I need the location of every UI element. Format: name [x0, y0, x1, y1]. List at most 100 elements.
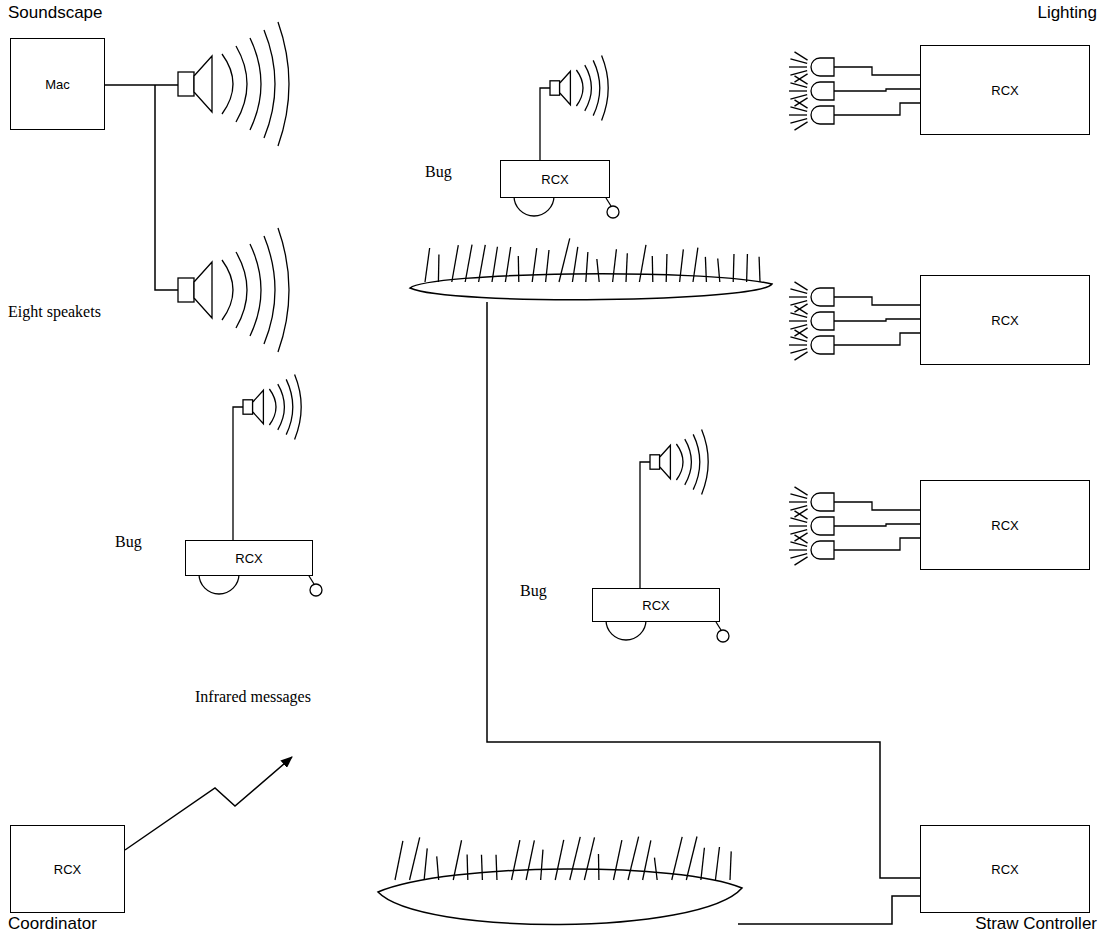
- sound-wave: [222, 260, 233, 320]
- straw-sculpture: [410, 274, 772, 300]
- light-ray: [790, 107, 807, 111]
- lamp-wire: [834, 319, 920, 321]
- light-ray: [795, 533, 808, 541]
- light-ray: [790, 530, 807, 534]
- sound-wave: [702, 430, 709, 495]
- sound-wave: [585, 65, 592, 111]
- speaker-symbol: [178, 278, 194, 302]
- speaker-symbol: [650, 455, 660, 469]
- speaker-stem: [640, 462, 650, 588]
- speaker-note: Eight speakets: [8, 303, 101, 321]
- light-ray: [790, 494, 807, 498]
- speaker-wire: [105, 85, 178, 290]
- lighting-controller: RCX: [920, 480, 1090, 570]
- light-ray: [790, 83, 807, 87]
- sound-wave: [278, 22, 289, 146]
- light-ray: [795, 535, 808, 543]
- straw: [733, 254, 735, 282]
- straw: [410, 837, 420, 880]
- speaker-symbol: [194, 262, 212, 318]
- arrow-label: Infrared messages: [195, 688, 311, 706]
- lamp-wire: [834, 538, 920, 550]
- caster-wheel: [607, 206, 619, 218]
- sound-wave: [278, 228, 289, 352]
- straw: [512, 840, 520, 880]
- node-label: RCX: [991, 83, 1018, 98]
- straw: [526, 840, 534, 880]
- straw: [652, 256, 654, 282]
- straw-wire: [487, 302, 920, 878]
- light-ray: [789, 114, 807, 115]
- straw: [466, 854, 468, 880]
- straw: [730, 851, 731, 880]
- sound-wave: [250, 38, 261, 130]
- light-ray: [789, 549, 807, 550]
- light-ray: [795, 100, 808, 108]
- light-ray: [789, 296, 807, 297]
- caster-mount: [606, 198, 611, 206]
- straw: [572, 247, 577, 282]
- lamp-symbol: [811, 288, 834, 306]
- caster-mount: [716, 622, 721, 630]
- light-ray: [789, 320, 807, 321]
- light-ray: [790, 95, 807, 99]
- straw: [546, 250, 549, 282]
- node-label: RCX: [991, 862, 1018, 877]
- computer-box: Mac: [10, 38, 105, 130]
- straw: [453, 840, 461, 880]
- straw: [395, 841, 403, 880]
- straw: [672, 837, 682, 880]
- light-ray: [795, 122, 808, 130]
- lamp-symbol: [811, 312, 834, 330]
- sound-wave: [602, 56, 609, 121]
- light-ray: [790, 325, 807, 329]
- lamp-symbol: [811, 541, 834, 559]
- light-ray: [789, 525, 807, 526]
- caster-mount: [309, 576, 314, 584]
- sound-wave: [269, 389, 276, 425]
- straw: [555, 840, 564, 880]
- group-title: Coordinator: [8, 914, 97, 934]
- speaker-stem: [233, 407, 243, 540]
- light-ray: [790, 554, 807, 558]
- sound-wave: [593, 60, 600, 115]
- straw: [570, 837, 580, 880]
- light-ray: [790, 59, 807, 63]
- lamp-symbol: [811, 58, 834, 76]
- light-ray: [795, 509, 808, 517]
- light-ray: [795, 487, 808, 495]
- light-ray: [790, 119, 807, 123]
- straw: [481, 855, 483, 880]
- light-ray: [790, 506, 807, 510]
- sound-wave: [264, 236, 275, 344]
- speaker-symbol: [660, 445, 671, 479]
- bug-body: RCX: [185, 540, 313, 576]
- straw: [701, 848, 705, 880]
- lamp-wire: [834, 103, 920, 115]
- speaker-symbol: [560, 71, 571, 105]
- straw: [597, 259, 599, 282]
- straw: [686, 836, 697, 880]
- straw: [643, 840, 651, 880]
- light-ray: [795, 330, 808, 338]
- light-ray: [789, 501, 807, 502]
- straw: [746, 254, 748, 282]
- straw: [505, 247, 510, 282]
- bug-label: Bug: [520, 582, 547, 600]
- lighting-controller: RCX: [920, 275, 1090, 365]
- bug-label: Bug: [115, 533, 142, 551]
- straw: [598, 854, 600, 880]
- straw: [452, 245, 458, 282]
- lamp-symbol: [811, 336, 834, 354]
- straw: [541, 850, 543, 880]
- light-ray: [790, 313, 807, 317]
- speaker-symbol: [243, 400, 253, 414]
- light-ray: [795, 74, 808, 82]
- lamp-wire: [834, 502, 920, 510]
- light-ray: [795, 328, 808, 336]
- sound-wave: [685, 439, 692, 485]
- lighting-controller: RCX: [920, 45, 1090, 135]
- lamp-symbol: [811, 493, 834, 511]
